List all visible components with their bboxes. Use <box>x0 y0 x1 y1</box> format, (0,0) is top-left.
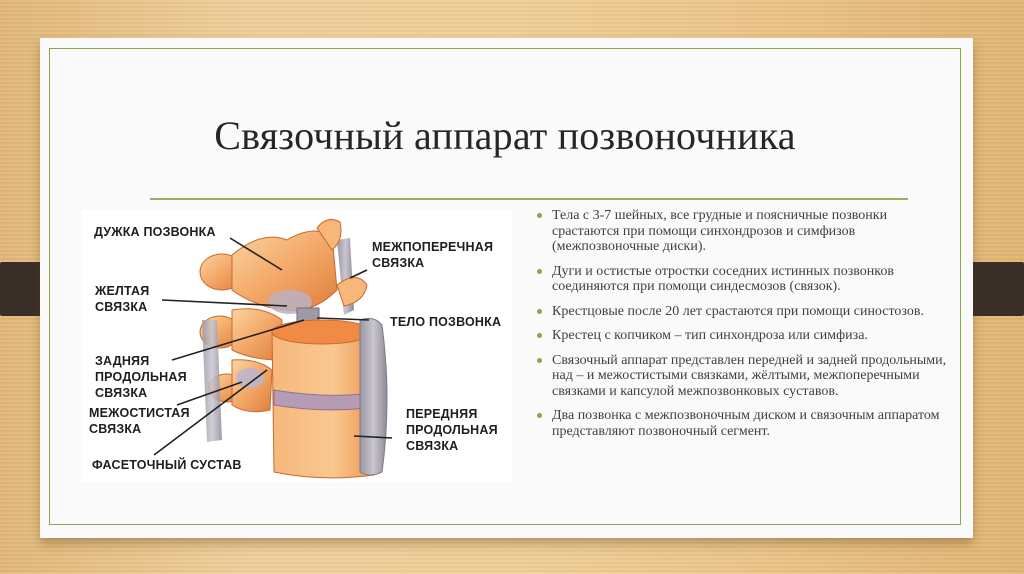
bullet-dot-icon <box>537 308 542 314</box>
slide-frame-border <box>49 48 961 525</box>
bullet-item: Два позвонка с межпозвоночным диском и с… <box>537 408 957 439</box>
label-interspinous-2: СВЯЗКА <box>89 422 142 436</box>
label-anterior-1: ПЕРЕДНЯЯ <box>406 407 478 421</box>
bullet-item: Связочный аппарат представлен передней и… <box>537 353 957 400</box>
bullet-dot-icon <box>537 357 542 363</box>
label-intertransverse-1: МЕЖПОПЕРЕЧНАЯ <box>372 240 494 254</box>
bullet-item: Дуги и остистые отростки соседних истинн… <box>537 264 957 295</box>
label-body: ТЕЛО ПОЗВОНКА <box>390 315 502 329</box>
label-posterior-2: ПРОДОЛЬНАЯ <box>95 370 187 384</box>
bullet-dot-icon <box>537 213 542 218</box>
bullet-item: Крестец с копчиком – тип синхондроза или… <box>537 328 957 344</box>
spine-ligaments-figure: ДУЖКА ПОЗВОНКА МЕЖПОПЕРЕЧНАЯ СВЯЗКА ЖЕЛТ… <box>82 210 512 482</box>
bullet-list: Тела с 3-7 шейных, все грудные и пояснич… <box>537 208 957 448</box>
bullet-dot-icon <box>537 333 542 338</box>
bullet-item: Тела с 3-7 шейных, все грудные и пояснич… <box>537 208 957 255</box>
label-posterior-3: СВЯЗКА <box>95 386 148 400</box>
label-interspinous-1: МЕЖОСТИСТАЯ <box>89 406 190 420</box>
bullet-dot-icon <box>537 268 542 274</box>
label-anterior-3: СВЯЗКА <box>406 439 459 453</box>
label-yellow-2: СВЯЗКА <box>95 300 148 314</box>
label-yellow-1: ЖЕЛТАЯ <box>95 284 150 298</box>
label-facet: ФАСЕТОЧНЫЙ СУСТАВ <box>92 458 242 472</box>
title-divider <box>150 198 908 200</box>
bullet-item: Крестцовые после 20 лет срастаются при п… <box>537 304 957 320</box>
label-anterior-2: ПРОДОЛЬНАЯ <box>406 423 498 437</box>
label-arch: ДУЖКА ПОЗВОНКА <box>94 225 216 239</box>
label-posterior-1: ЗАДНЯЯ <box>95 354 150 368</box>
spine-illustration-icon <box>153 219 393 479</box>
slide-title: Связочный аппарат позвоночника <box>214 113 796 158</box>
bullet-dot-icon <box>537 413 542 418</box>
label-intertransverse-2: СВЯЗКА <box>372 256 425 270</box>
